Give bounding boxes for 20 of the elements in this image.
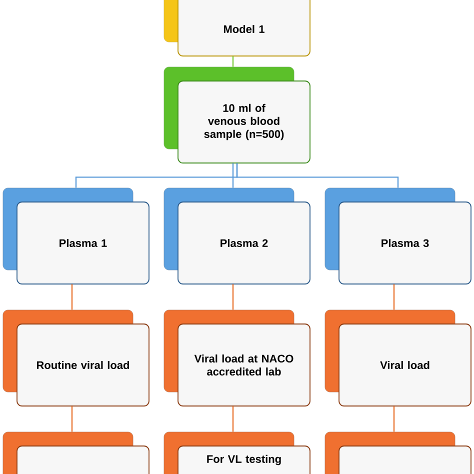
- process-box: [2, 432, 150, 474]
- connector-line: [232, 163, 234, 188]
- connector-line: [236, 163, 399, 188]
- process-box: Viral load: [324, 310, 472, 406]
- connector-line: [232, 56, 234, 67]
- process-box: [324, 432, 472, 474]
- process-box: 10 ml of venous blood sample (n=500): [164, 66, 310, 164]
- process-box: For VL testing: [164, 432, 310, 474]
- process-box: Viral load at NACO accredited lab: [164, 310, 310, 406]
- connector-line: [232, 406, 234, 432]
- connector-line: [393, 406, 395, 432]
- process-box: Model 1: [164, 0, 310, 56]
- process-box: Plasma 2: [164, 188, 310, 284]
- connector-line: [71, 284, 73, 310]
- connector-line: [232, 284, 234, 310]
- connector-line: [71, 406, 73, 432]
- process-box: Plasma 3: [324, 188, 472, 284]
- connector-line: [393, 284, 395, 310]
- process-box: Plasma 1: [2, 188, 150, 284]
- process-box: Routine viral load: [2, 310, 150, 406]
